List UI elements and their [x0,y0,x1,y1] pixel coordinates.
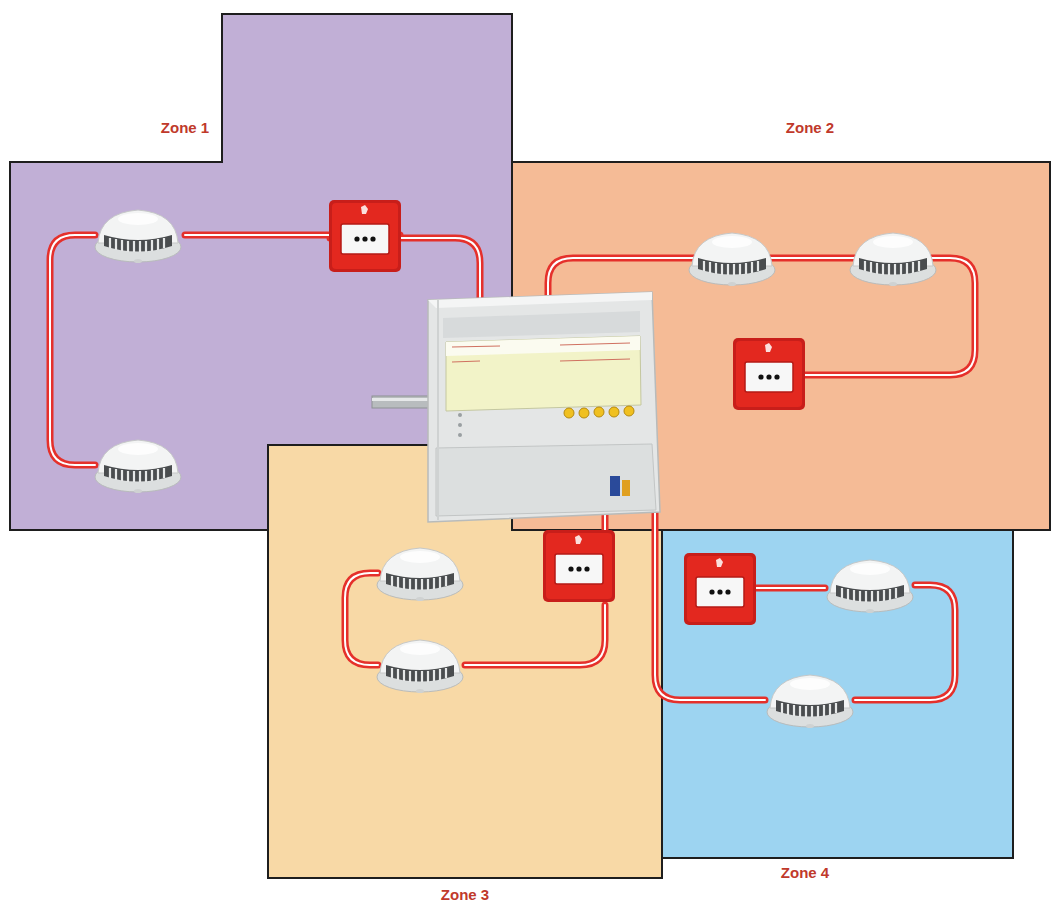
zone-outline [268,445,662,878]
zone-label: Zone 4 [781,864,829,882]
zone-outline [662,530,1013,858]
zone-outline [512,162,1050,530]
zone-region: Zone 4 [662,530,1013,858]
wiring [50,235,975,700]
zone-label: Zone 2 [786,119,834,137]
zone-region: Zone 3 [268,445,662,878]
detectors [95,210,936,728]
zone-region: Zone 2 [512,162,1050,530]
call-points [329,200,805,625]
zone-label: Zone 1 [161,119,209,137]
control-panel [372,292,660,522]
zone-label: Zone 3 [441,886,489,904]
